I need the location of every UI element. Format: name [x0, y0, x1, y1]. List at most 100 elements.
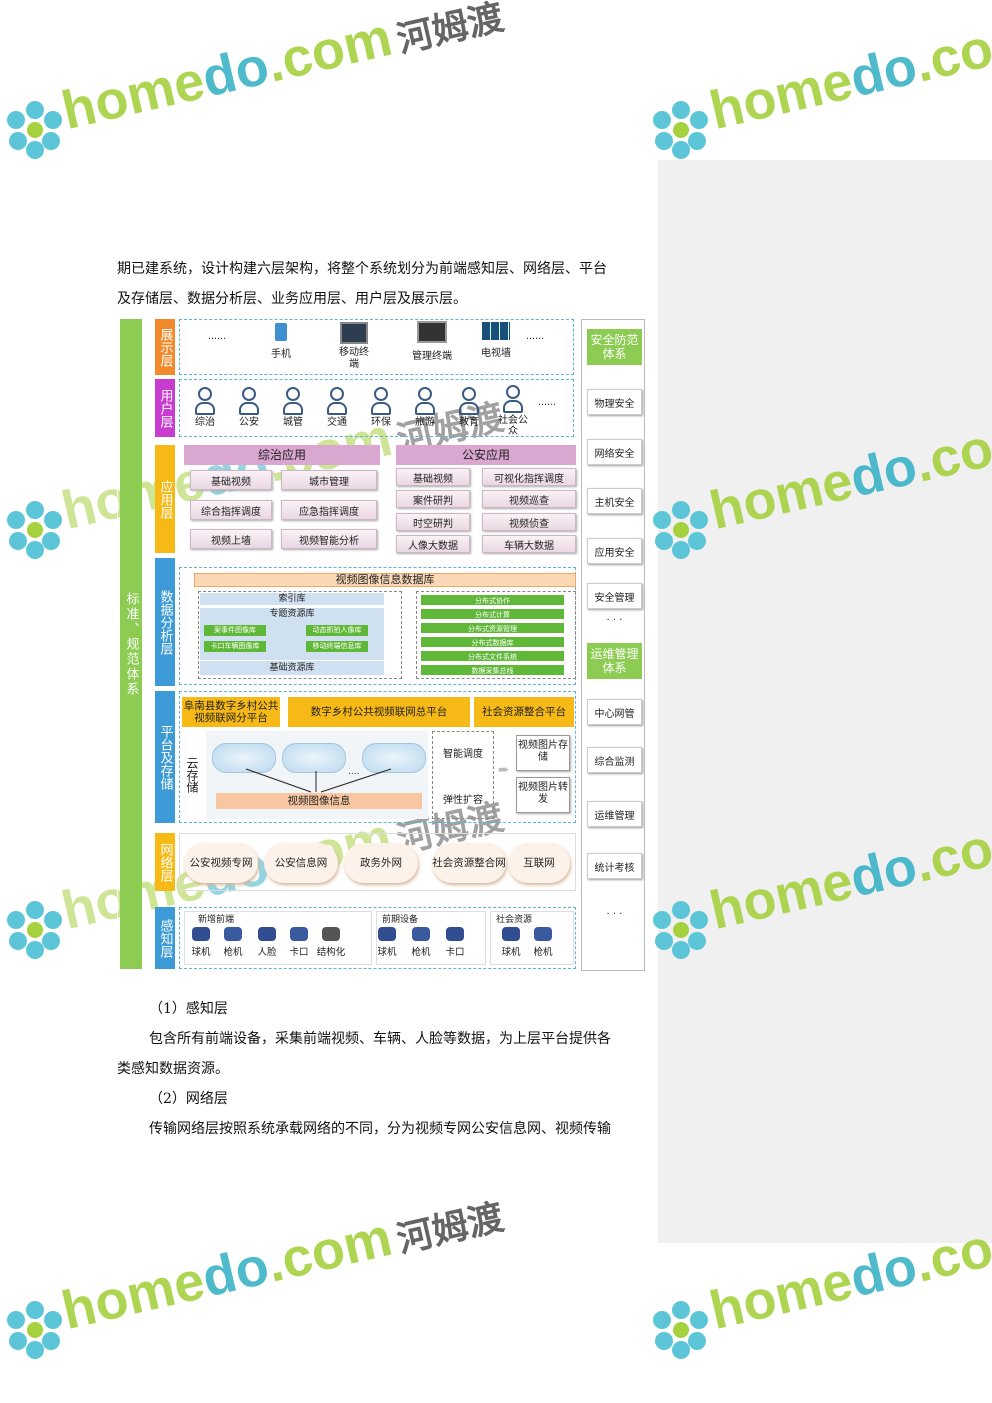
flower-logo-icon [653, 1301, 708, 1359]
person-body [327, 402, 347, 415]
more-dots: · · · [606, 615, 623, 626]
network-item: 公安信息网 [264, 843, 338, 883]
camera-icon [258, 927, 276, 941]
dist-item: 分布式计算 [420, 608, 565, 620]
display-mobile-terminal: 移动终端 [336, 322, 372, 371]
network-item: 政务外网 [344, 843, 418, 883]
arrow-right-icon: ➨ [498, 762, 510, 778]
person-icon [242, 387, 256, 401]
platform-main: 数字乡村公共视频联网总平台 [288, 697, 470, 727]
tablet-icon [340, 322, 368, 344]
flower-logo-icon [7, 1301, 62, 1359]
person-icon [506, 385, 520, 399]
layer-label-data: 数据分析层 [155, 558, 175, 686]
flower-logo-icon [7, 901, 62, 959]
storage-cloud-icon [212, 743, 276, 773]
camera-icon [378, 927, 396, 941]
user-1: 公安 [232, 387, 266, 428]
topic-db-item: 动态抓拍人像库 [306, 625, 368, 636]
user-4: 环保 [364, 387, 398, 428]
person-icon [286, 387, 300, 401]
device: 球机 [372, 927, 402, 958]
more-dots: .... [348, 767, 360, 777]
camera-icon [446, 927, 464, 941]
distributed-group [416, 591, 576, 679]
user-label: 旅游 [415, 417, 435, 428]
dist-item: 分布式数据库 [420, 636, 565, 648]
watermark-text: homedo.com河姆渡 [56, 1195, 508, 1342]
device: 球机 [186, 927, 216, 958]
watermark-text: homedo.com河姆渡 [56, 0, 508, 142]
device: 卡口 [284, 927, 314, 958]
app-item: 基础视频 [190, 470, 272, 490]
security-item: 应用安全 [587, 538, 642, 564]
camera-icon [290, 927, 308, 941]
device: 枪机 [406, 927, 436, 958]
device: 人脸 [252, 927, 282, 958]
topic-db-item: 卡口车辆图像库 [204, 641, 266, 652]
sense-group-social [490, 911, 574, 965]
gongan-app-title: 公安应用 [396, 445, 576, 465]
app-item: 综合指挥调度 [190, 500, 272, 520]
video-info-bar: 视频图像信息 [216, 793, 422, 809]
sense-group-new [184, 911, 372, 965]
app-item: 人像大数据 [396, 535, 470, 553]
flower-logo-icon [7, 501, 62, 559]
display-video-wall: 电视墙 [476, 322, 516, 359]
user-2: 城管 [276, 387, 310, 428]
standards-column: 标准、规范体系 [120, 319, 142, 969]
device-label: 枪机 [411, 947, 431, 958]
device-label: 人脸 [257, 947, 277, 958]
layer-label-display: 展示层 [155, 319, 175, 375]
text-line: 类感知数据资源。 [117, 1061, 229, 1077]
sense-group-old [376, 911, 486, 965]
storage-cloud-icon [362, 743, 426, 773]
security-item: 网络安全 [587, 439, 642, 465]
device-label: 结构化 [316, 947, 346, 958]
device: 结构化 [316, 927, 346, 958]
more-dots: ...... [208, 331, 227, 342]
person-body [371, 402, 391, 415]
security-item: 物理安全 [587, 389, 642, 415]
device-label: 球机 [191, 947, 211, 958]
network-item: 公安视频专网 [184, 843, 258, 883]
user-3: 交通 [320, 387, 354, 428]
platform-layer-area [179, 691, 576, 823]
phone-icon [275, 323, 287, 341]
user-label: 教育 [459, 417, 479, 428]
network-layer-area [179, 833, 576, 891]
app-item: 视频侦查 [482, 513, 576, 531]
layer-label-app: 应用层 [155, 445, 175, 553]
display-phone: 手机 [266, 323, 296, 360]
user-7: 社会公众 [496, 385, 530, 437]
flower-logo-icon [653, 101, 708, 159]
text-line: 及存储层、数据分析层、业务应用层、用户层及展示层。 [117, 291, 467, 307]
layer-label-platform: 平台及存储 [155, 691, 175, 823]
dist-item: 分布式文件系统 [420, 650, 565, 662]
more-dots: ...... [538, 397, 557, 408]
ops-system-title: 运维管理体系 [587, 643, 642, 679]
flower-logo-icon [653, 501, 708, 559]
person-icon [418, 387, 432, 401]
flower-logo-icon [653, 901, 708, 959]
user-label: 综治 [195, 417, 215, 428]
schedule-group [432, 731, 494, 819]
app-item: 案件研判 [396, 490, 470, 508]
resource-db-group [198, 591, 402, 679]
camera-icon [192, 927, 210, 941]
app-item: 车辆大数据 [482, 535, 576, 553]
app-item: 城市管理 [281, 470, 377, 490]
person-body [239, 402, 259, 415]
intro-paragraph: 期已建系统，设计构建六层架构，将整个系统划分为前端感知层、网络层、平台 及存储层… [117, 254, 650, 314]
section-1: （1）感知层 包含所有前端设备，采集前端视频、车辆、人脸等数据，为上层平台提供各… [117, 994, 650, 1144]
layer-label-user: 用户层 [155, 379, 175, 437]
section-title: （2）网络层 [149, 1091, 228, 1107]
sense-group-title: 新增前端 [198, 915, 235, 925]
security-item: 主机安全 [587, 488, 642, 514]
sense-layer-area [179, 907, 576, 969]
device-label: 球机 [377, 947, 397, 958]
security-system-title: 安全防范体系 [587, 329, 642, 365]
ops-item: 中心网管 [587, 699, 642, 725]
network-item: 社会资源整合网 [432, 843, 506, 883]
device-label: 球机 [501, 947, 521, 958]
